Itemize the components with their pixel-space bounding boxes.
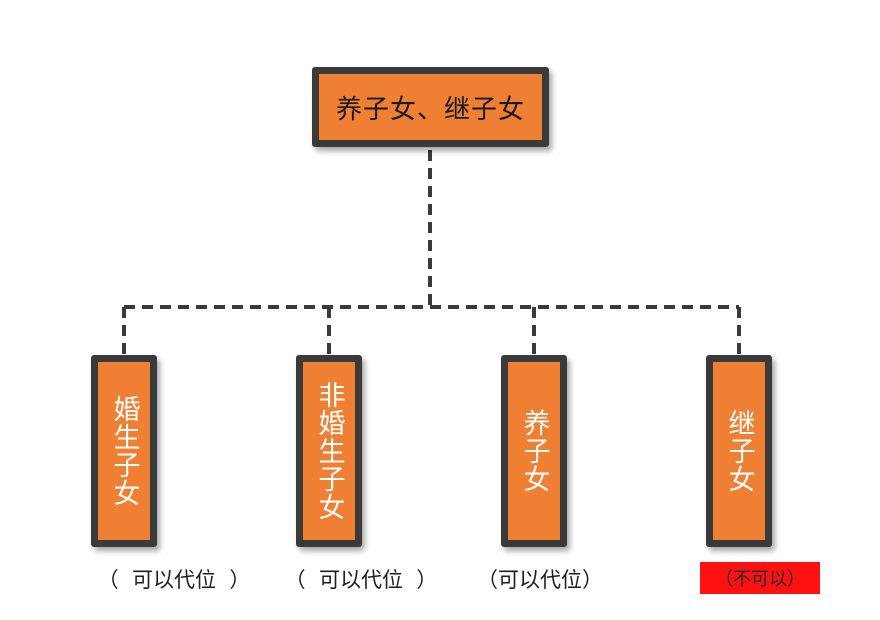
child-node-stepchildren: 继子女 [706,355,772,547]
child-node-label: 非婚生子女 [313,381,345,521]
child-node-adopted-children: 养子女 [501,355,567,547]
child-node-nonmarital-children: 非婚生子女 [296,355,362,547]
note-can-substitute-3: （可以代位） [477,568,603,592]
note-can-substitute-1: （ 可以代位 ） [97,568,251,592]
child-node-label: 继子女 [723,409,755,493]
child-node-marital-children: 婚生子女 [91,355,157,547]
note-can-substitute-2: （ 可以代位 ） [284,568,438,592]
child-node-label: 婚生子女 [108,395,140,507]
root-node: 养子女、继子女 [312,67,549,147]
note-cannot-badge: （不可以） [700,562,820,594]
child-node-label: 养子女 [518,409,550,493]
root-node-label: 养子女、继子女 [335,94,525,125]
